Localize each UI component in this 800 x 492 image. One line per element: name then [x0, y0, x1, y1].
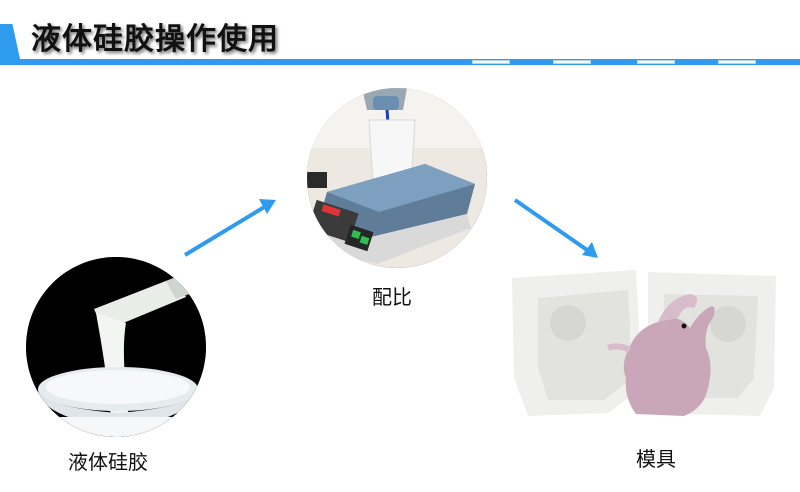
mold-illustration: [512, 270, 776, 416]
step-label-silicone: 液体硅胶: [68, 450, 148, 474]
divider-dash: [718, 60, 756, 64]
header-divider: [0, 59, 800, 65]
step-label-ratio: 配比: [372, 285, 412, 309]
page-title: 液体硅胶操作使用: [31, 22, 279, 57]
scale-illustration: [307, 88, 487, 268]
header-accent-tab: [0, 24, 20, 59]
arrow-down-right-icon: [513, 198, 598, 258]
elephant-mold-photo: [508, 268, 780, 423]
divider-dash: [553, 60, 591, 64]
header: 液体硅胶操作使用: [0, 0, 800, 70]
step-label-mold: 模具: [636, 447, 676, 471]
liquid-silicone-illustration: [26, 257, 206, 437]
arrow-up-right-icon: [183, 199, 276, 257]
divider-dash: [637, 60, 675, 64]
liquid-silicone-photo: [26, 257, 206, 437]
scale-weighing-photo: [307, 88, 487, 268]
divider-dash: [472, 60, 510, 64]
